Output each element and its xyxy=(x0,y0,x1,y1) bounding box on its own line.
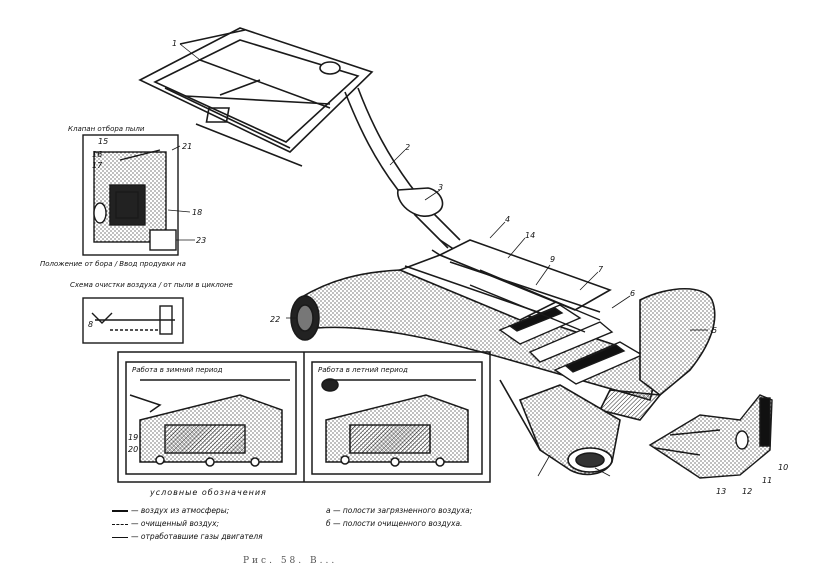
callout-11: 11 xyxy=(762,476,772,485)
inset-mode-winter-title: Работа в зимний период xyxy=(132,366,223,374)
detail-assembly xyxy=(648,394,773,479)
callout-8: 8 xyxy=(88,320,93,329)
callout-1: 1 xyxy=(172,39,177,48)
callout-5: 5 xyxy=(712,326,717,335)
callout-4: 4 xyxy=(505,215,510,224)
callout-labels: 1 2 3 4 5 6 7 8 9 10 11 12 13 14 15 16 1… xyxy=(88,39,788,496)
callout-17: 17 xyxy=(92,161,103,170)
inset-scheme-title: Схема очистки воздуха / от пыли в циклон… xyxy=(70,281,233,289)
callout-19: 19 xyxy=(128,433,138,442)
callout-21: 21 xyxy=(182,142,192,151)
callout-9: 9 xyxy=(550,255,555,264)
inset-operating-modes xyxy=(117,351,491,483)
callout-20: 20 xyxy=(128,445,138,454)
legend-item-clean-air: — очищенный воздух; xyxy=(112,519,219,528)
callout-7: 7 xyxy=(598,265,604,274)
legend-item-clean-cavity: б — полости очищенного воздуха. xyxy=(326,519,463,528)
intake-duct xyxy=(344,87,471,269)
air-cleaner-housing xyxy=(290,239,661,401)
inset-dust-valve xyxy=(82,134,179,256)
inset-dust-valve-title: Клапан отбора пыли xyxy=(68,125,145,133)
legend-title: условные обозначения xyxy=(150,488,267,497)
inset-mode-summer-title: Работа в летний период xyxy=(318,366,408,374)
callout-3: 3 xyxy=(438,183,443,192)
legend-arrow-thin-icon xyxy=(112,536,128,538)
callout-23: 23 xyxy=(196,236,206,245)
cleaner-end-casing xyxy=(598,287,716,421)
callout-6: 6 xyxy=(630,289,635,298)
callout-22: 22 xyxy=(270,315,280,324)
legend-item-atmosphere: — воздух из атмосферы; xyxy=(112,506,229,515)
callout-18: 18 xyxy=(192,208,202,217)
callout-2: 2 xyxy=(405,143,410,152)
legend-arrow-solid-icon xyxy=(112,510,128,512)
inset-dust-valve-footer: Положение от бора / Ввод продувки на xyxy=(40,260,186,268)
legend-arrow-outline-icon xyxy=(112,523,128,525)
callout-10: 10 xyxy=(778,463,788,472)
callout-15: 15 xyxy=(98,137,108,146)
exhaust-outlet xyxy=(499,379,621,476)
intake-frame xyxy=(138,27,374,167)
legend-item-dirty-cavity: а — полости загрязненного воздуха; xyxy=(326,506,473,515)
callout-14: 14 xyxy=(525,231,535,240)
figure-caption: Рис. 58. В... xyxy=(243,556,338,566)
legend-item-exhaust: — отработавшие газы двигателя xyxy=(112,532,263,541)
inset-cleaning-scheme xyxy=(82,297,184,344)
callout-13: 13 xyxy=(716,487,726,496)
cyclone-panels xyxy=(469,269,644,385)
callout-16: 16 xyxy=(92,150,102,159)
callout-12: 12 xyxy=(742,487,752,496)
leader-lines xyxy=(167,43,708,477)
